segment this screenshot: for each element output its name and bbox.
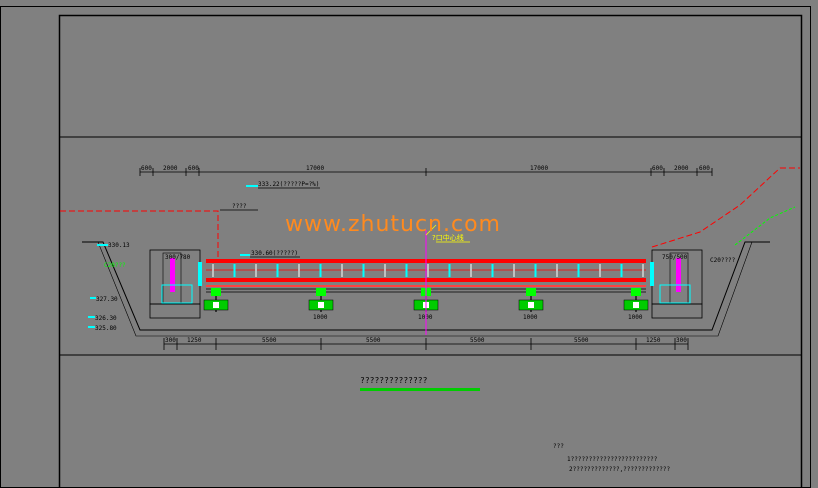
pier-cap — [526, 288, 536, 296]
dim-top-6: 600 — [652, 165, 663, 172]
dim-bottom-1: 300 — [165, 337, 176, 344]
centerline: ?口中心线 — [425, 224, 470, 335]
left-abutment: 300/780 — [149, 249, 202, 319]
pier-bolt — [213, 302, 219, 308]
top-dimension-line: 600 2000 600 17000 17000 600 2000 600 — [139, 165, 713, 176]
right-abutment-label: 750/500 — [662, 254, 688, 261]
elevation-deck: 330.60(?????) — [251, 250, 298, 257]
dim-bottom-3: 5500 — [262, 337, 277, 344]
dim-top-2: 2000 — [163, 165, 178, 172]
pier-bolt — [528, 302, 534, 308]
left-elevation-markers: 330.13 327.30 326.30 325.80 — [88, 242, 130, 332]
elevation-top: 333.22(?????P=?%) — [258, 181, 319, 188]
deck-stiffener — [556, 264, 558, 277]
deck-stiffener — [620, 264, 623, 277]
deck-stiffener — [577, 264, 580, 277]
top-elevation-marker: 333.22(?????P=?%) — [246, 181, 320, 189]
deck-stiffener — [362, 264, 365, 277]
dim-bottom-7: 1250 — [646, 337, 661, 344]
right-slope-label: C20???? — [710, 257, 736, 264]
piers: 1000 1000 1000 1000 — [203, 288, 649, 321]
deck-elevation-marker: 330.60(?????) — [240, 250, 300, 258]
dim-top-8: 600 — [699, 165, 710, 172]
left-callout: ???? — [220, 203, 258, 211]
terrain-line-left — [60, 210, 219, 262]
pier-cap — [631, 288, 641, 296]
pier-width-label: 1000 — [628, 314, 643, 321]
deck-stiffener — [212, 264, 214, 277]
elevation-left-top: 330.13 — [108, 242, 130, 249]
dim-bottom-5: 5500 — [470, 337, 485, 344]
deck-stiffener — [534, 264, 537, 277]
deck-stiffener — [448, 264, 451, 277]
deck-stiffener — [599, 264, 601, 277]
deck-stiffener — [276, 264, 279, 277]
notes-line-1: 1???????????????????????? — [567, 456, 658, 463]
dim-top-5: 17000 — [530, 165, 548, 172]
dim-top-7: 2000 — [674, 165, 689, 172]
dim-top-4: 17000 — [306, 165, 324, 172]
pier-cap — [211, 288, 221, 296]
elevation-left-3: 325.80 — [95, 325, 117, 332]
dim-bottom-2: 1250 — [187, 337, 202, 344]
deck-stiffener — [427, 264, 429, 277]
deck-stiffener — [233, 264, 236, 277]
pier-width-label: 1000 — [523, 314, 538, 321]
left-slope-label: C20??? — [104, 262, 126, 269]
deck-stiffener — [491, 264, 494, 277]
drawing-title: ?????????????? — [360, 376, 428, 385]
pier-bolt — [318, 302, 324, 308]
watermark: www.zhutucn.com — [285, 212, 501, 237]
bottom-dimension-line: 300 1250 5500 5500 5500 5500 1250 300 — [163, 337, 689, 350]
pier-cap — [316, 288, 326, 296]
deck-stiffener — [384, 264, 386, 277]
deck-stiffener — [319, 264, 322, 277]
dim-bottom-6: 5500 — [574, 337, 589, 344]
drawing-title-underline — [360, 388, 480, 391]
centerline-label: ?口中心线 — [432, 233, 464, 242]
pier-width-label: 1000 — [313, 314, 328, 321]
left-callout-label: ???? — [232, 203, 247, 210]
excavation-outline-inner — [82, 241, 753, 337]
dim-top-3: 600 — [188, 165, 199, 172]
deck-stiffener — [642, 264, 644, 277]
pier-width-label: 1000 — [418, 314, 433, 321]
deck-stiffener — [298, 264, 300, 277]
vegetation-line-right — [734, 206, 796, 246]
dim-bottom-8: 300 — [676, 337, 687, 344]
elevation-left-2: 326.30 — [95, 315, 117, 322]
notes-heading: ??? — [553, 443, 564, 450]
deck-stiffener — [255, 264, 257, 277]
dim-bottom-4: 5500 — [366, 337, 381, 344]
inner-frame — [58, 14, 803, 488]
deck-stiffener — [470, 264, 472, 277]
elevation-left-1: 327.30 — [96, 296, 118, 303]
terrain-line-right — [651, 167, 800, 248]
deck-stiffener — [405, 264, 408, 277]
notes-line-2: 2?????????????,????????????? — [569, 466, 671, 473]
pier-bolt — [633, 302, 639, 308]
right-abutment: 750/500 — [650, 249, 703, 319]
left-abutment-label: 300/780 — [165, 254, 191, 261]
dim-top-1: 600 — [141, 165, 152, 172]
deck-stiffener — [341, 264, 343, 277]
deck-stiffeners — [212, 264, 644, 277]
deck-stiffener — [513, 264, 515, 277]
